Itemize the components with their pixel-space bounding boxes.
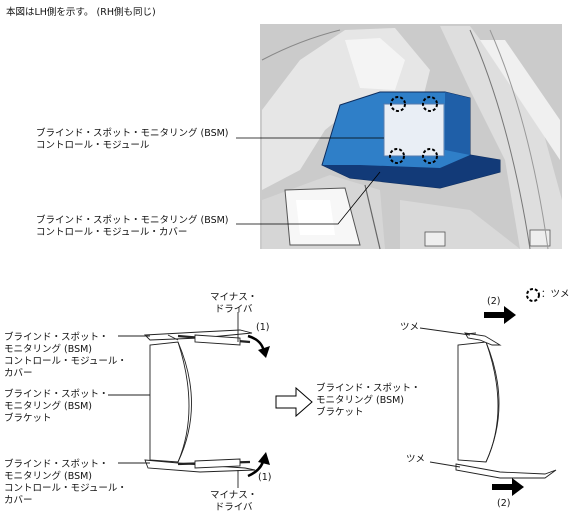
diagram-left bbox=[108, 312, 256, 488]
label-cover-top: ブラインド・スポット・ モニタリング (BSM) コントロール・モジュール・ カ… bbox=[4, 332, 127, 379]
step-1-bottom: (1) bbox=[258, 472, 272, 483]
header-note: 本図はLH側を示す。 (RH側も同じ) bbox=[6, 7, 156, 18]
label-driver-top: マイナス・ ドライバ bbox=[210, 292, 258, 315]
label-bracket-left: ブラインド・スポット・ モニタリング (BSM) ブラケット bbox=[4, 389, 109, 424]
step-2-top: (2) bbox=[487, 296, 501, 307]
step-1-top: (1) bbox=[256, 322, 270, 333]
label-bracket-right: ブラインド・スポット・ モニタリング (BSM) ブラケット bbox=[316, 383, 421, 418]
vehicle-photo bbox=[260, 24, 562, 250]
step-2-bottom: (2) bbox=[497, 498, 511, 509]
label-bsm-module: ブラインド・スポット・モニタリング (BSM) コントロール・モジュール bbox=[36, 128, 229, 151]
label-claw-bottom: ツメ bbox=[406, 454, 426, 465]
legend-claw-label: ：ツメ bbox=[541, 289, 570, 300]
diagram-right bbox=[419, 327, 557, 479]
claw-legend-icon bbox=[526, 288, 540, 302]
label-claw-top: ツメ bbox=[400, 322, 420, 333]
label-bsm-cover: ブラインド・スポット・モニタリング (BSM) コントロール・モジュール・カバー bbox=[36, 215, 229, 238]
next-step-arrow bbox=[275, 386, 313, 418]
label-cover-bottom: ブラインド・スポット・ モニタリング (BSM) コントロール・モジュール・ カ… bbox=[4, 459, 127, 506]
bsm-module bbox=[321, 91, 501, 189]
label-driver-bottom: マイナス・ ドライバ bbox=[210, 490, 258, 513]
